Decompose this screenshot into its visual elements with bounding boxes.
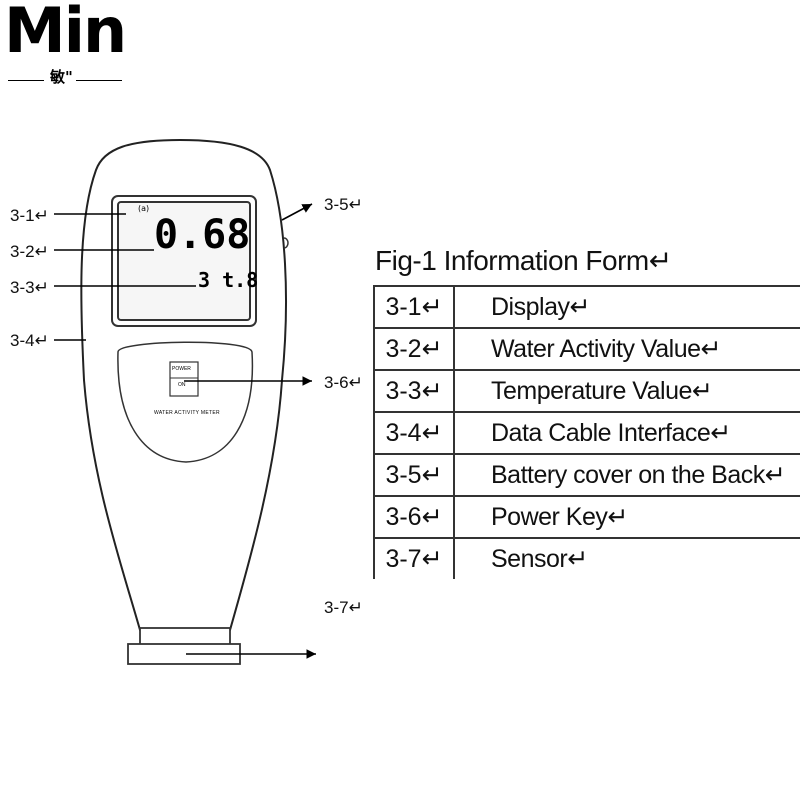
- side-port: [283, 237, 289, 249]
- callout-3-5: 3-5↵: [324, 195, 363, 214]
- row-code: 3-4↵: [373, 411, 455, 455]
- lcd-indicator: (a): [138, 204, 150, 213]
- row-code: 3-3↵: [373, 369, 455, 413]
- row-description: Power Key↵: [453, 495, 800, 539]
- panel-caption: WATER ACTIVITY METER: [154, 410, 220, 416]
- row-code: 3-2↵: [373, 327, 455, 371]
- row-code: 3-6↵: [373, 495, 455, 539]
- information-table: 3-1↵ Display↵ 3-2↵ Water Activity Value↵…: [373, 285, 800, 579]
- power-key-sublabel: ON: [178, 382, 186, 388]
- table-row: 3-6↵ Power Key↵: [373, 495, 800, 539]
- row-code: 3-5↵: [373, 453, 455, 497]
- leader-3-5: [281, 203, 313, 221]
- table-row: 3-3↵ Temperature Value↵: [373, 369, 800, 413]
- brand-logo: Min 敏": [4, 0, 134, 92]
- callout-3-3: 3-3↵: [10, 278, 49, 297]
- table-title: Fig-1 Information Form↵: [375, 245, 672, 276]
- power-key: [169, 361, 199, 397]
- logo-divider-left: [8, 80, 44, 81]
- logo-subtitle: 敏": [50, 68, 73, 86]
- table-row: 3-1↵ Display↵: [373, 285, 800, 329]
- callout-3-6: 3-6↵: [324, 373, 363, 392]
- row-description: Battery cover on the Back↵: [453, 453, 800, 497]
- table-row: 3-4↵ Data Cable Interface↵: [373, 411, 800, 455]
- callout-3-7: 3-7↵: [324, 598, 363, 617]
- row-description: Display↵: [453, 285, 800, 329]
- callout-3-1: 3-1↵: [10, 206, 49, 225]
- lcd-temperature-value: 3 t.8: [198, 268, 259, 292]
- row-code: 3-7↵: [373, 537, 455, 579]
- table-row: 3-7↵ Sensor↵: [373, 537, 800, 579]
- table-row: 3-5↵ Battery cover on the Back↵: [373, 453, 800, 497]
- logo-divider-right: [76, 80, 122, 81]
- table-row: 3-2↵ Water Activity Value↵: [373, 327, 800, 371]
- display-screen: [117, 201, 251, 321]
- power-key-label: POWER: [172, 366, 191, 372]
- row-description: Data Cable Interface↵: [453, 411, 800, 455]
- lcd-water-activity-value: 0.68: [154, 212, 251, 258]
- row-description: Temperature Value↵: [453, 369, 800, 413]
- row-description: Water Activity Value↵: [453, 327, 800, 371]
- callout-3-4: 3-4↵: [10, 331, 49, 350]
- key-panel: [117, 341, 254, 463]
- row-code: 3-1↵: [373, 285, 455, 329]
- callout-3-2: 3-2↵: [10, 242, 49, 261]
- row-description: Sensor↵: [453, 537, 800, 579]
- logo-wordmark: Min: [4, 0, 127, 67]
